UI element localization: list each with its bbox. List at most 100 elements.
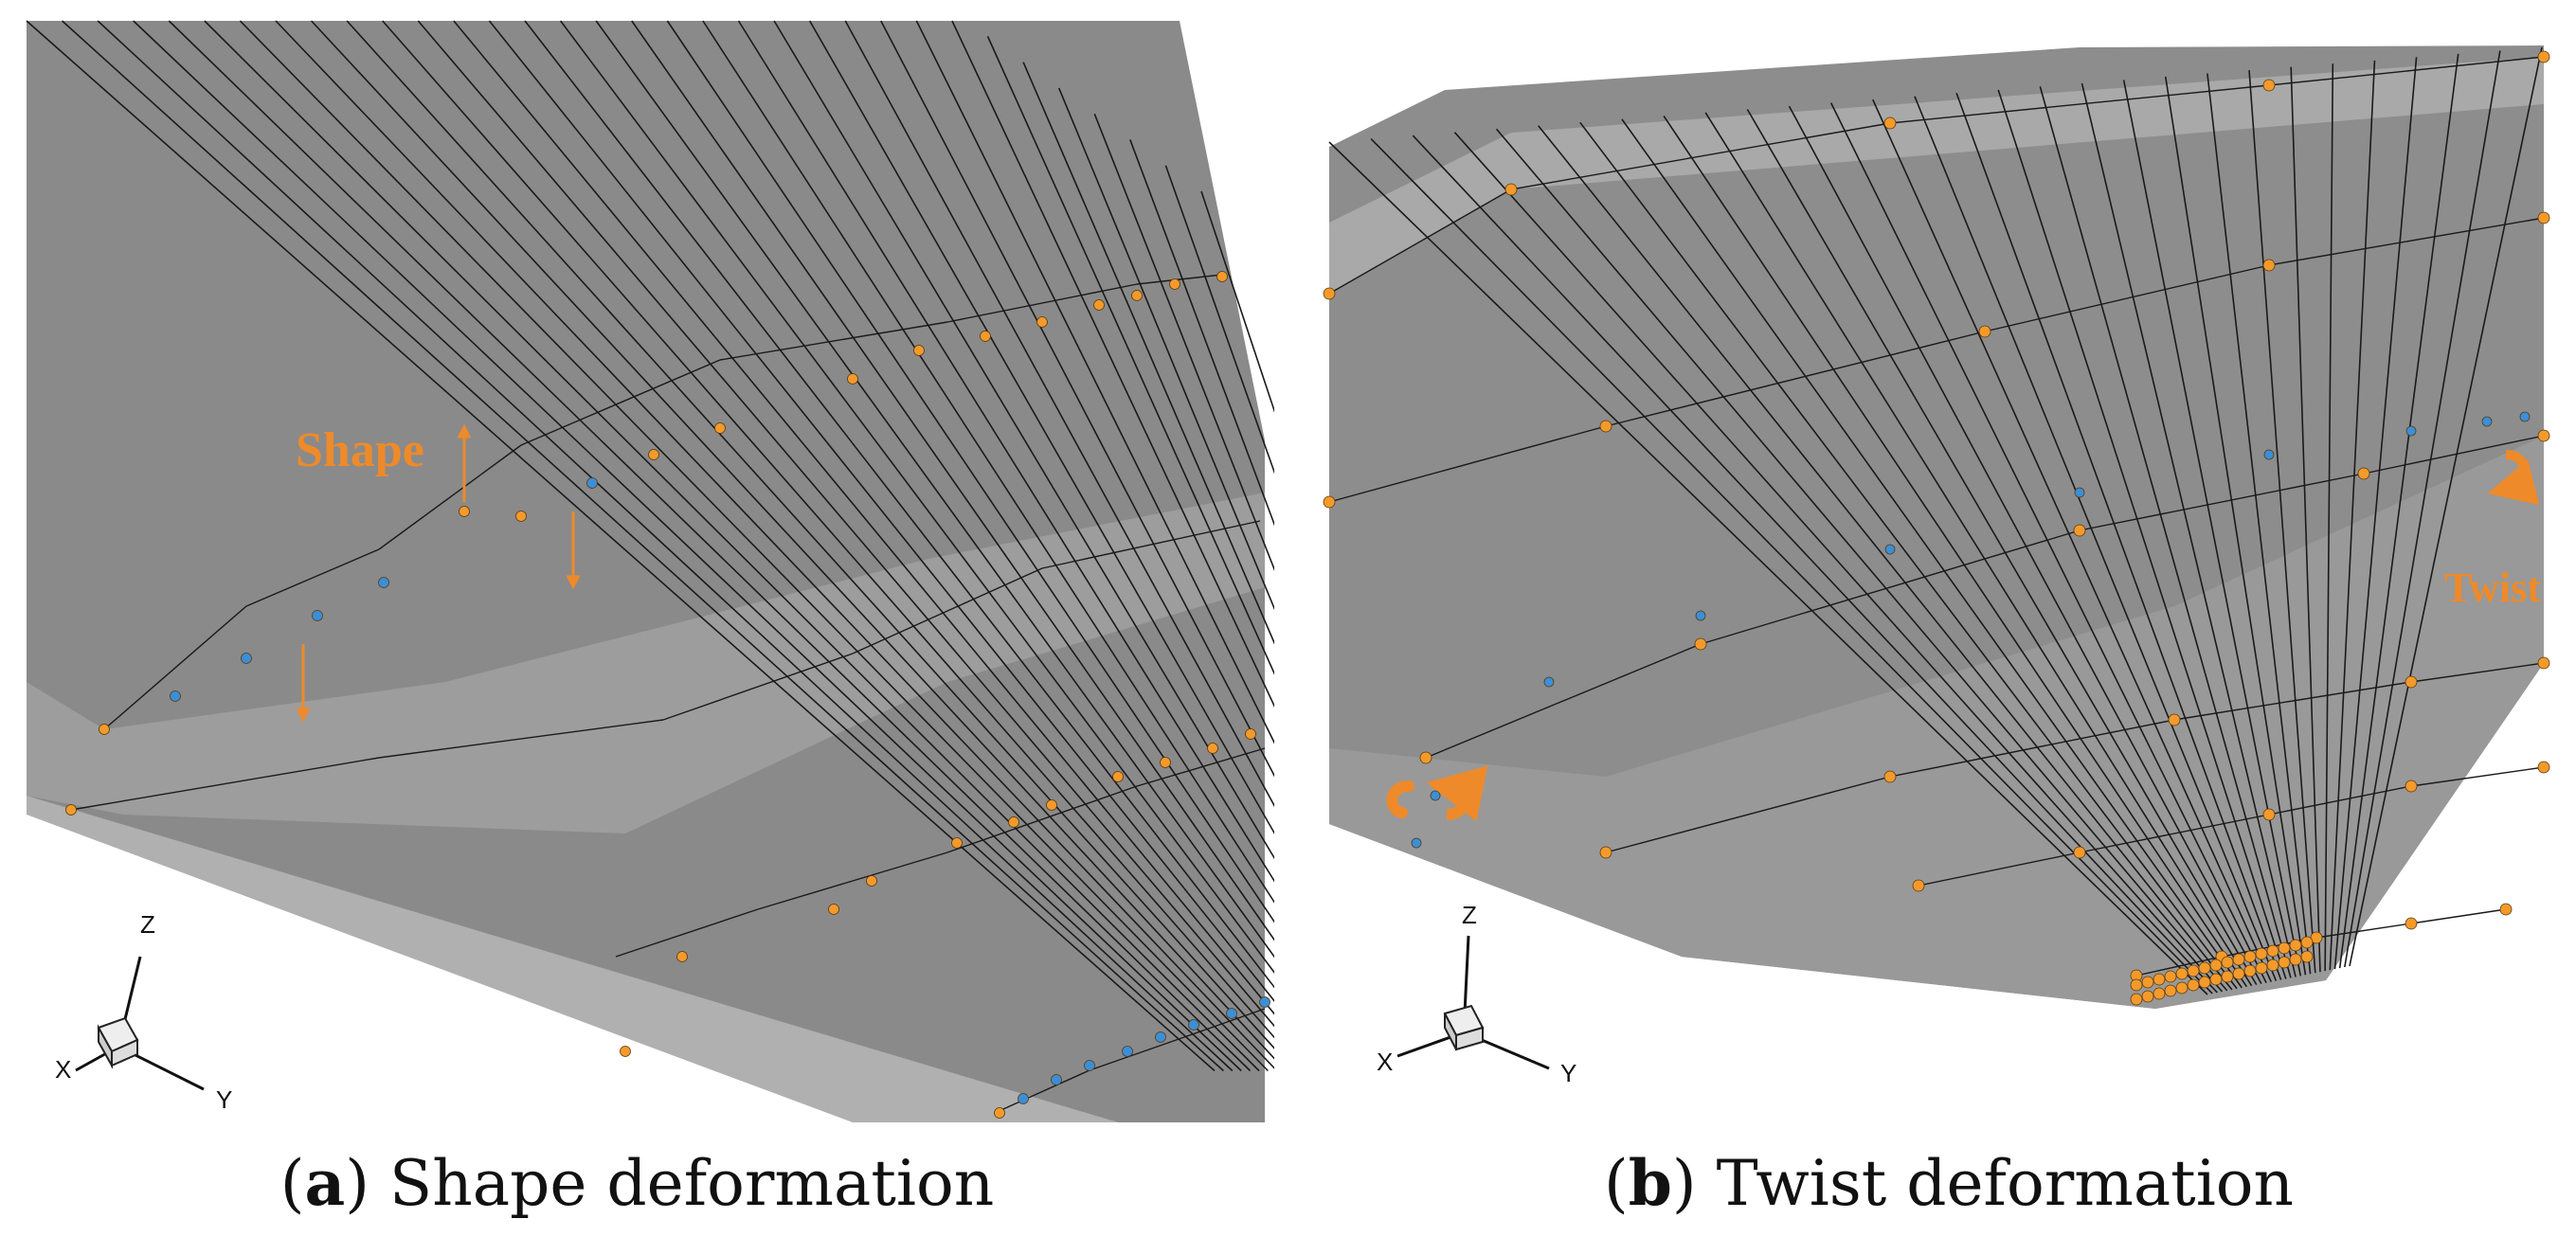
control-point [2300, 936, 2314, 949]
panel-a-tag: a [304, 1146, 346, 1220]
mesh-line [2290, 66, 2321, 973]
control-point [828, 904, 839, 915]
panel-a-caption-text: Shape deformation [389, 1147, 995, 1220]
control-point [1036, 316, 1048, 328]
control-point [2153, 987, 2166, 1000]
mesh-line [2349, 46, 2543, 967]
panel-b-caption-text: Twist deformation [1716, 1147, 2295, 1220]
control-point [2130, 978, 2143, 992]
control-point [1018, 1093, 1029, 1104]
mesh-line [70, 757, 380, 811]
control-point [2232, 967, 2245, 980]
mesh-line [2338, 53, 2459, 969]
control-point [1599, 420, 1612, 433]
axis-triad-b: Z X Y [1377, 901, 1576, 1087]
mesh-line [844, 20, 1274, 808]
mesh-line [946, 785, 1138, 853]
mesh-line [2410, 766, 2545, 787]
control-point [1046, 799, 1057, 811]
control-point [1008, 816, 1019, 828]
control-point [2537, 50, 2550, 63]
control-point [2141, 990, 2154, 1003]
mesh-line [662, 653, 854, 721]
mesh-line [1579, 121, 2238, 990]
mesh-line [2079, 473, 2365, 531]
mesh-line [520, 359, 721, 446]
control-point [2175, 967, 2189, 980]
mesh-line [1746, 109, 2258, 986]
mesh-line [133, 20, 1242, 1072]
mesh-line [2324, 63, 2334, 972]
control-point [241, 653, 252, 664]
mesh-line [915, 20, 1274, 744]
control-point [1084, 1060, 1095, 1071]
control-point [1160, 757, 1171, 768]
control-point [1259, 996, 1270, 1008]
control-point [2074, 487, 2085, 498]
mesh-line [311, 20, 1274, 1060]
twist-arrow-left-head [1426, 765, 1488, 822]
mesh-line [1872, 99, 2272, 982]
control-point [2209, 973, 2223, 986]
panel-b-caption: (b) Twist deformation [1603, 1146, 2295, 1220]
mesh-line [488, 20, 1274, 1002]
panel-a-control-points [65, 271, 1270, 1119]
control-point [99, 724, 110, 735]
control-point [2221, 956, 2234, 969]
mesh-line [1200, 190, 1274, 413]
shape-annotation-label: Shape [296, 423, 424, 477]
control-point [2262, 259, 2276, 272]
control-point [2289, 953, 2302, 966]
axis-z-label: Z [140, 910, 155, 939]
control-point [2262, 808, 2276, 821]
control-point [1207, 743, 1218, 754]
mesh-line [808, 20, 1274, 834]
control-point [312, 610, 323, 621]
control-point [1694, 637, 1707, 651]
mesh-line [2164, 76, 2307, 976]
control-point [2263, 449, 2275, 460]
control-point [1155, 1031, 1166, 1043]
mesh-line [719, 321, 948, 361]
mesh-line [2410, 908, 2507, 924]
mesh-line [1328, 141, 2208, 995]
axis-x-label: X [55, 1055, 71, 1084]
control-point [2405, 675, 2418, 689]
mesh-line [62, 20, 1224, 1072]
mesh-line [666, 20, 1274, 923]
twist-annotation-label: Twist [2444, 565, 2541, 611]
mesh-line [1889, 719, 2175, 778]
mesh-line [2122, 80, 2302, 977]
control-point [2221, 970, 2234, 983]
control-point [2232, 953, 2245, 966]
mesh-line [1889, 84, 2270, 124]
control-point [2243, 964, 2257, 977]
mesh-line [2268, 785, 2412, 816]
mesh-line [1605, 776, 1891, 853]
control-point [1188, 1019, 1199, 1031]
mesh-line [1788, 105, 2262, 984]
mesh-line [453, 20, 1274, 1015]
control-point [2243, 950, 2257, 963]
mesh-line [1041, 520, 1261, 569]
control-point [2537, 656, 2550, 670]
wing-lower-edge [27, 796, 1118, 1122]
mesh-line [524, 20, 1274, 989]
control-point [1323, 287, 1336, 300]
mesh-line [2344, 50, 2501, 968]
mesh-line [26, 20, 1216, 1072]
control-point [1226, 1008, 1237, 1019]
control-point [714, 422, 726, 434]
control-point [1884, 544, 1896, 555]
mesh-line [852, 567, 1043, 654]
mesh-line [1700, 529, 2081, 645]
control-point [2153, 973, 2166, 986]
mesh-line [559, 20, 1274, 974]
mesh-line [2039, 86, 2292, 978]
control-point [2519, 411, 2531, 422]
mesh-line [757, 852, 948, 910]
panel-a-shape-deformation: Shape Z X Y [0, 0, 1274, 1137]
mesh-line [2173, 681, 2412, 721]
control-point [620, 1046, 631, 1057]
control-point [2499, 903, 2513, 916]
